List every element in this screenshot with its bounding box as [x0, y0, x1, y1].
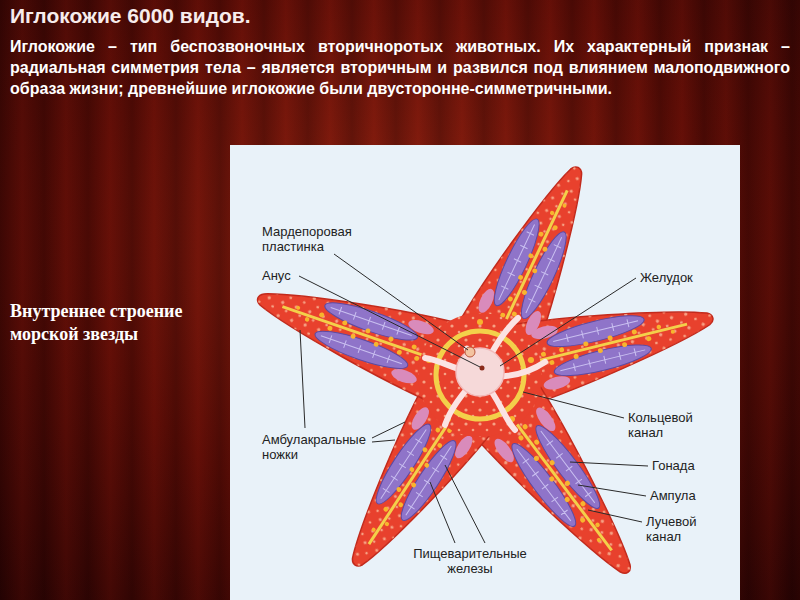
- leader-lines: [299, 254, 648, 543]
- part-label: Мардепоровая пластинка: [262, 224, 387, 254]
- side-caption: Внутреннее строение морской звезды: [10, 300, 222, 347]
- part-label: Гонада: [652, 458, 732, 473]
- part-label: Лучевой канал: [646, 514, 731, 544]
- part-label: Анус: [262, 268, 322, 283]
- part-label: Амбулакральные ножки: [262, 432, 384, 462]
- intro-paragraph: Иглокожие – тип беспозвоночных вторичнор…: [10, 36, 790, 99]
- part-label: Желудок: [640, 270, 735, 285]
- slide-title: Иглокожие 6000 видов.: [10, 4, 790, 28]
- part-label: Пищеварительные железы: [400, 546, 540, 576]
- part-label: Кольцевой канал: [628, 410, 723, 440]
- picture-panel: [230, 145, 740, 600]
- part-label: Ампула: [650, 488, 730, 503]
